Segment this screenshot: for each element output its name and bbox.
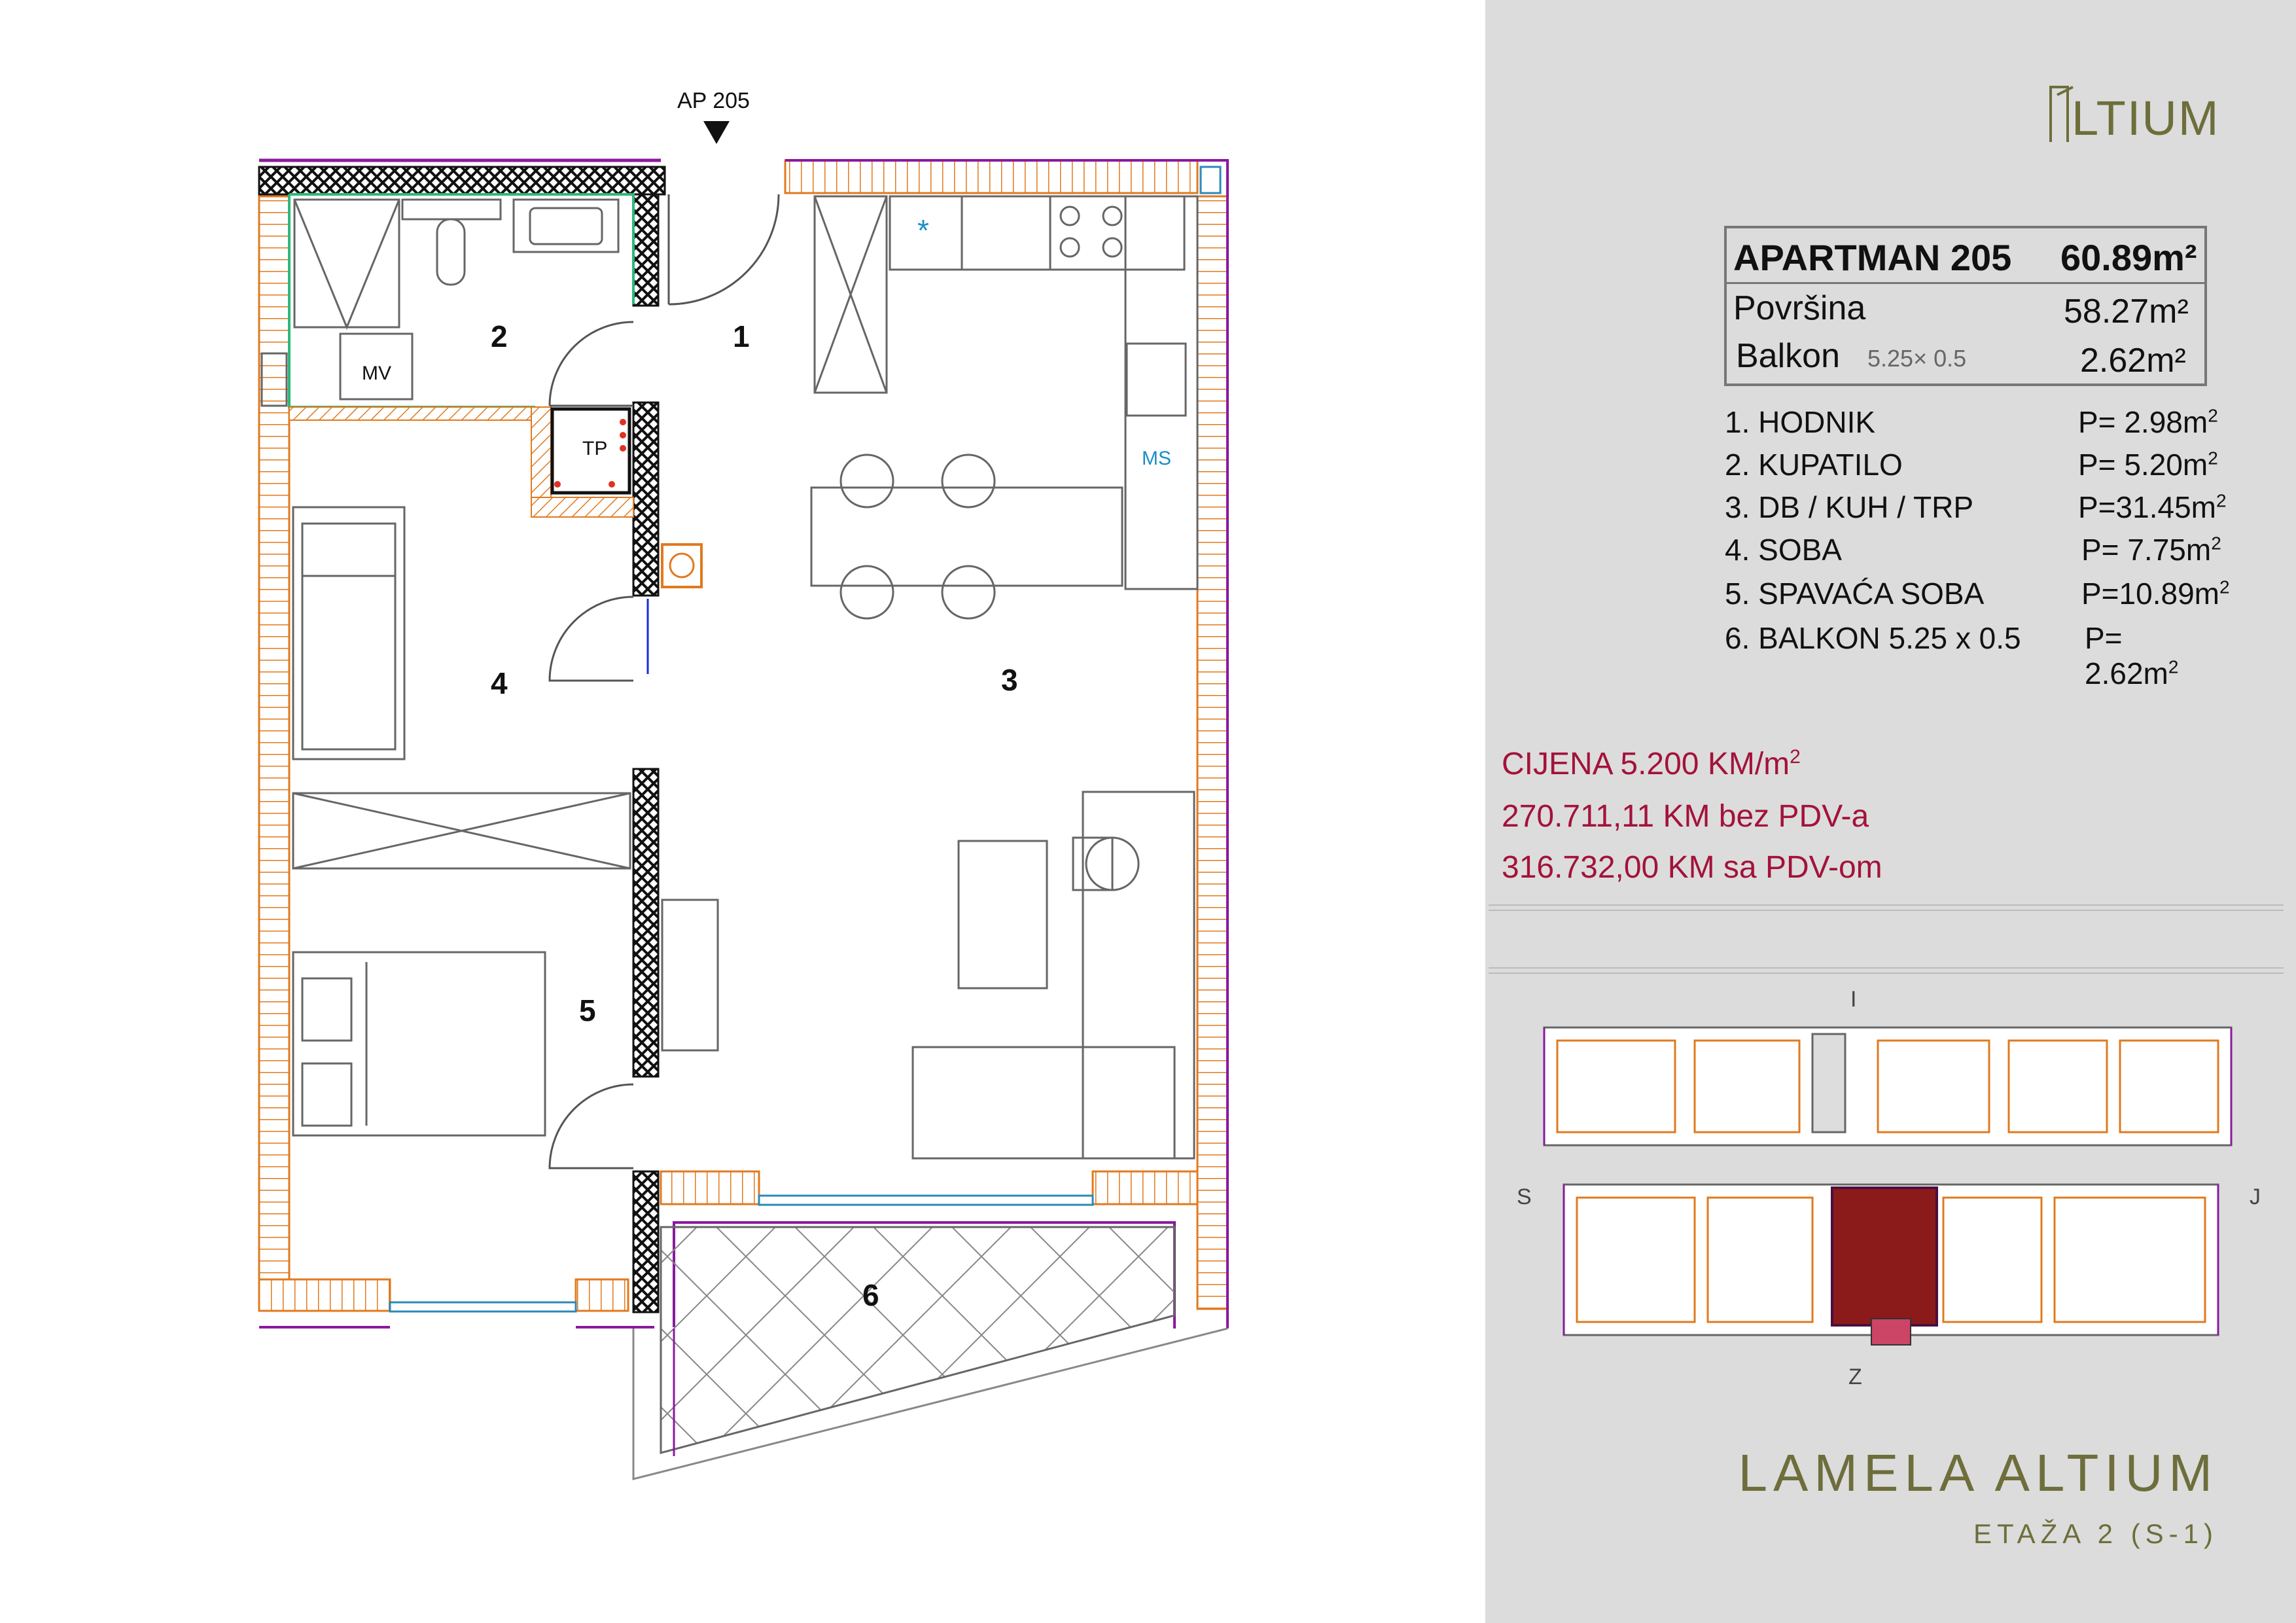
room-number-6: 6: [862, 1278, 879, 1312]
apartment-highlight: [1831, 1186, 1938, 1327]
compass-south: Z: [1848, 1364, 1862, 1389]
apartment-header: [1727, 228, 2204, 284]
compass-east: J: [2250, 1185, 2261, 1209]
room-number-4: 4: [491, 666, 508, 700]
compass-north: I: [1850, 987, 1857, 1012]
compass-west: S: [1517, 1185, 1532, 1209]
room-row: 1. HODNIK P= 2.98m2: [1725, 404, 2222, 444]
room-name: 2. KUPATILO: [1725, 448, 1903, 482]
room-area: P= 7.75m2: [2081, 533, 2221, 567]
room-name: 3. DB / KUH / TRP: [1725, 490, 1974, 524]
room-area: P=31.45m2: [2078, 490, 2227, 524]
key-plan: [1543, 1026, 2233, 1346]
apartment-summary: APARTMAN 205 60.89m² Površina 58.27m² Ba…: [1724, 226, 2207, 386]
logo-text: LTIUM: [2072, 91, 2220, 145]
price-with-vat: 316.732,00 KM sa PDV-om: [1502, 850, 1882, 885]
balcony-dims: 5.25× 0.5: [1867, 345, 1967, 372]
room-area: P= 2.98m2: [2078, 405, 2218, 439]
divider: [1489, 967, 2284, 974]
appliance-star: *: [917, 213, 929, 247]
floor-label: ETAŽA 2 (S-1): [1973, 1518, 2218, 1549]
room-row: 2. KUPATILO P= 5.20m2: [1725, 447, 2222, 486]
room-number-5: 5: [579, 993, 596, 1027]
room-name: 6. BALKON 5.25 x 0.5: [1725, 621, 2021, 655]
bathroom: MV TP: [260, 193, 635, 518]
exterior-walls: [258, 158, 1229, 1329]
building-name: LAMELA ALTIUM: [1738, 1444, 2218, 1502]
balcony-value: 2.62m²: [2080, 342, 2186, 380]
info-panel: [1485, 0, 2296, 1623]
room-row: 6. BALKON 5.25 x 0.5 P= 2.62m2: [1725, 620, 2222, 690]
room-number-3: 3: [1001, 663, 1018, 697]
room-name: 4. SOBA: [1725, 533, 1842, 567]
room-area: P= 5.20m2: [2078, 448, 2218, 482]
room-row: 5. SPAVAĆA SOBA P=10.89m2: [1725, 576, 2230, 615]
logo-icon: [2049, 86, 2074, 142]
surface-label: Površina: [1733, 289, 1866, 327]
windows: [389, 166, 1222, 1313]
room-name: 5. SPAVAĆA SOBA: [1725, 577, 1985, 611]
mv-label: MV: [362, 363, 391, 384]
room-name: 1. HODNIK: [1725, 405, 1876, 439]
doors: [548, 194, 780, 1169]
floor-plan: MV TP * MS: [258, 88, 1229, 1480]
price-per-m2: CIJENA 5.200 KM/m2: [1502, 746, 1801, 781]
divider: [1489, 904, 2284, 911]
tp-label: TP: [582, 438, 607, 459]
balcony-label: Balkon: [1736, 337, 1840, 375]
room-number-1: 1: [733, 319, 750, 353]
room-area: P= 2.62m2: [2085, 621, 2179, 690]
balcony: [632, 1226, 1228, 1480]
room5-furniture: [292, 951, 546, 1137]
ms-label: MS: [1142, 448, 1171, 469]
apartment-title: APARTMAN 205: [1733, 237, 2012, 278]
room-row: 3. DB / KUH / TRP P=31.45m2: [1725, 490, 2227, 529]
room-area: P=10.89m2: [2081, 577, 2230, 611]
kitchen: [661, 195, 1199, 620]
structural-walls: [258, 166, 666, 1313]
room-row: 4. SOBA P= 7.75m2: [1725, 532, 2222, 571]
room4-furniture: [292, 506, 631, 870]
apartment-total-area: 60.89m²: [2060, 237, 2197, 278]
living-furniture: [661, 791, 1195, 1160]
price-without-vat: 270.711,11 KM bez PDV-a: [1502, 799, 1869, 834]
entrance-marker: AP 205: [677, 88, 750, 144]
surface-value: 58.27m²: [2064, 293, 2189, 330]
room-number-2: 2: [491, 319, 508, 353]
entrance-label: AP 205: [677, 88, 750, 113]
